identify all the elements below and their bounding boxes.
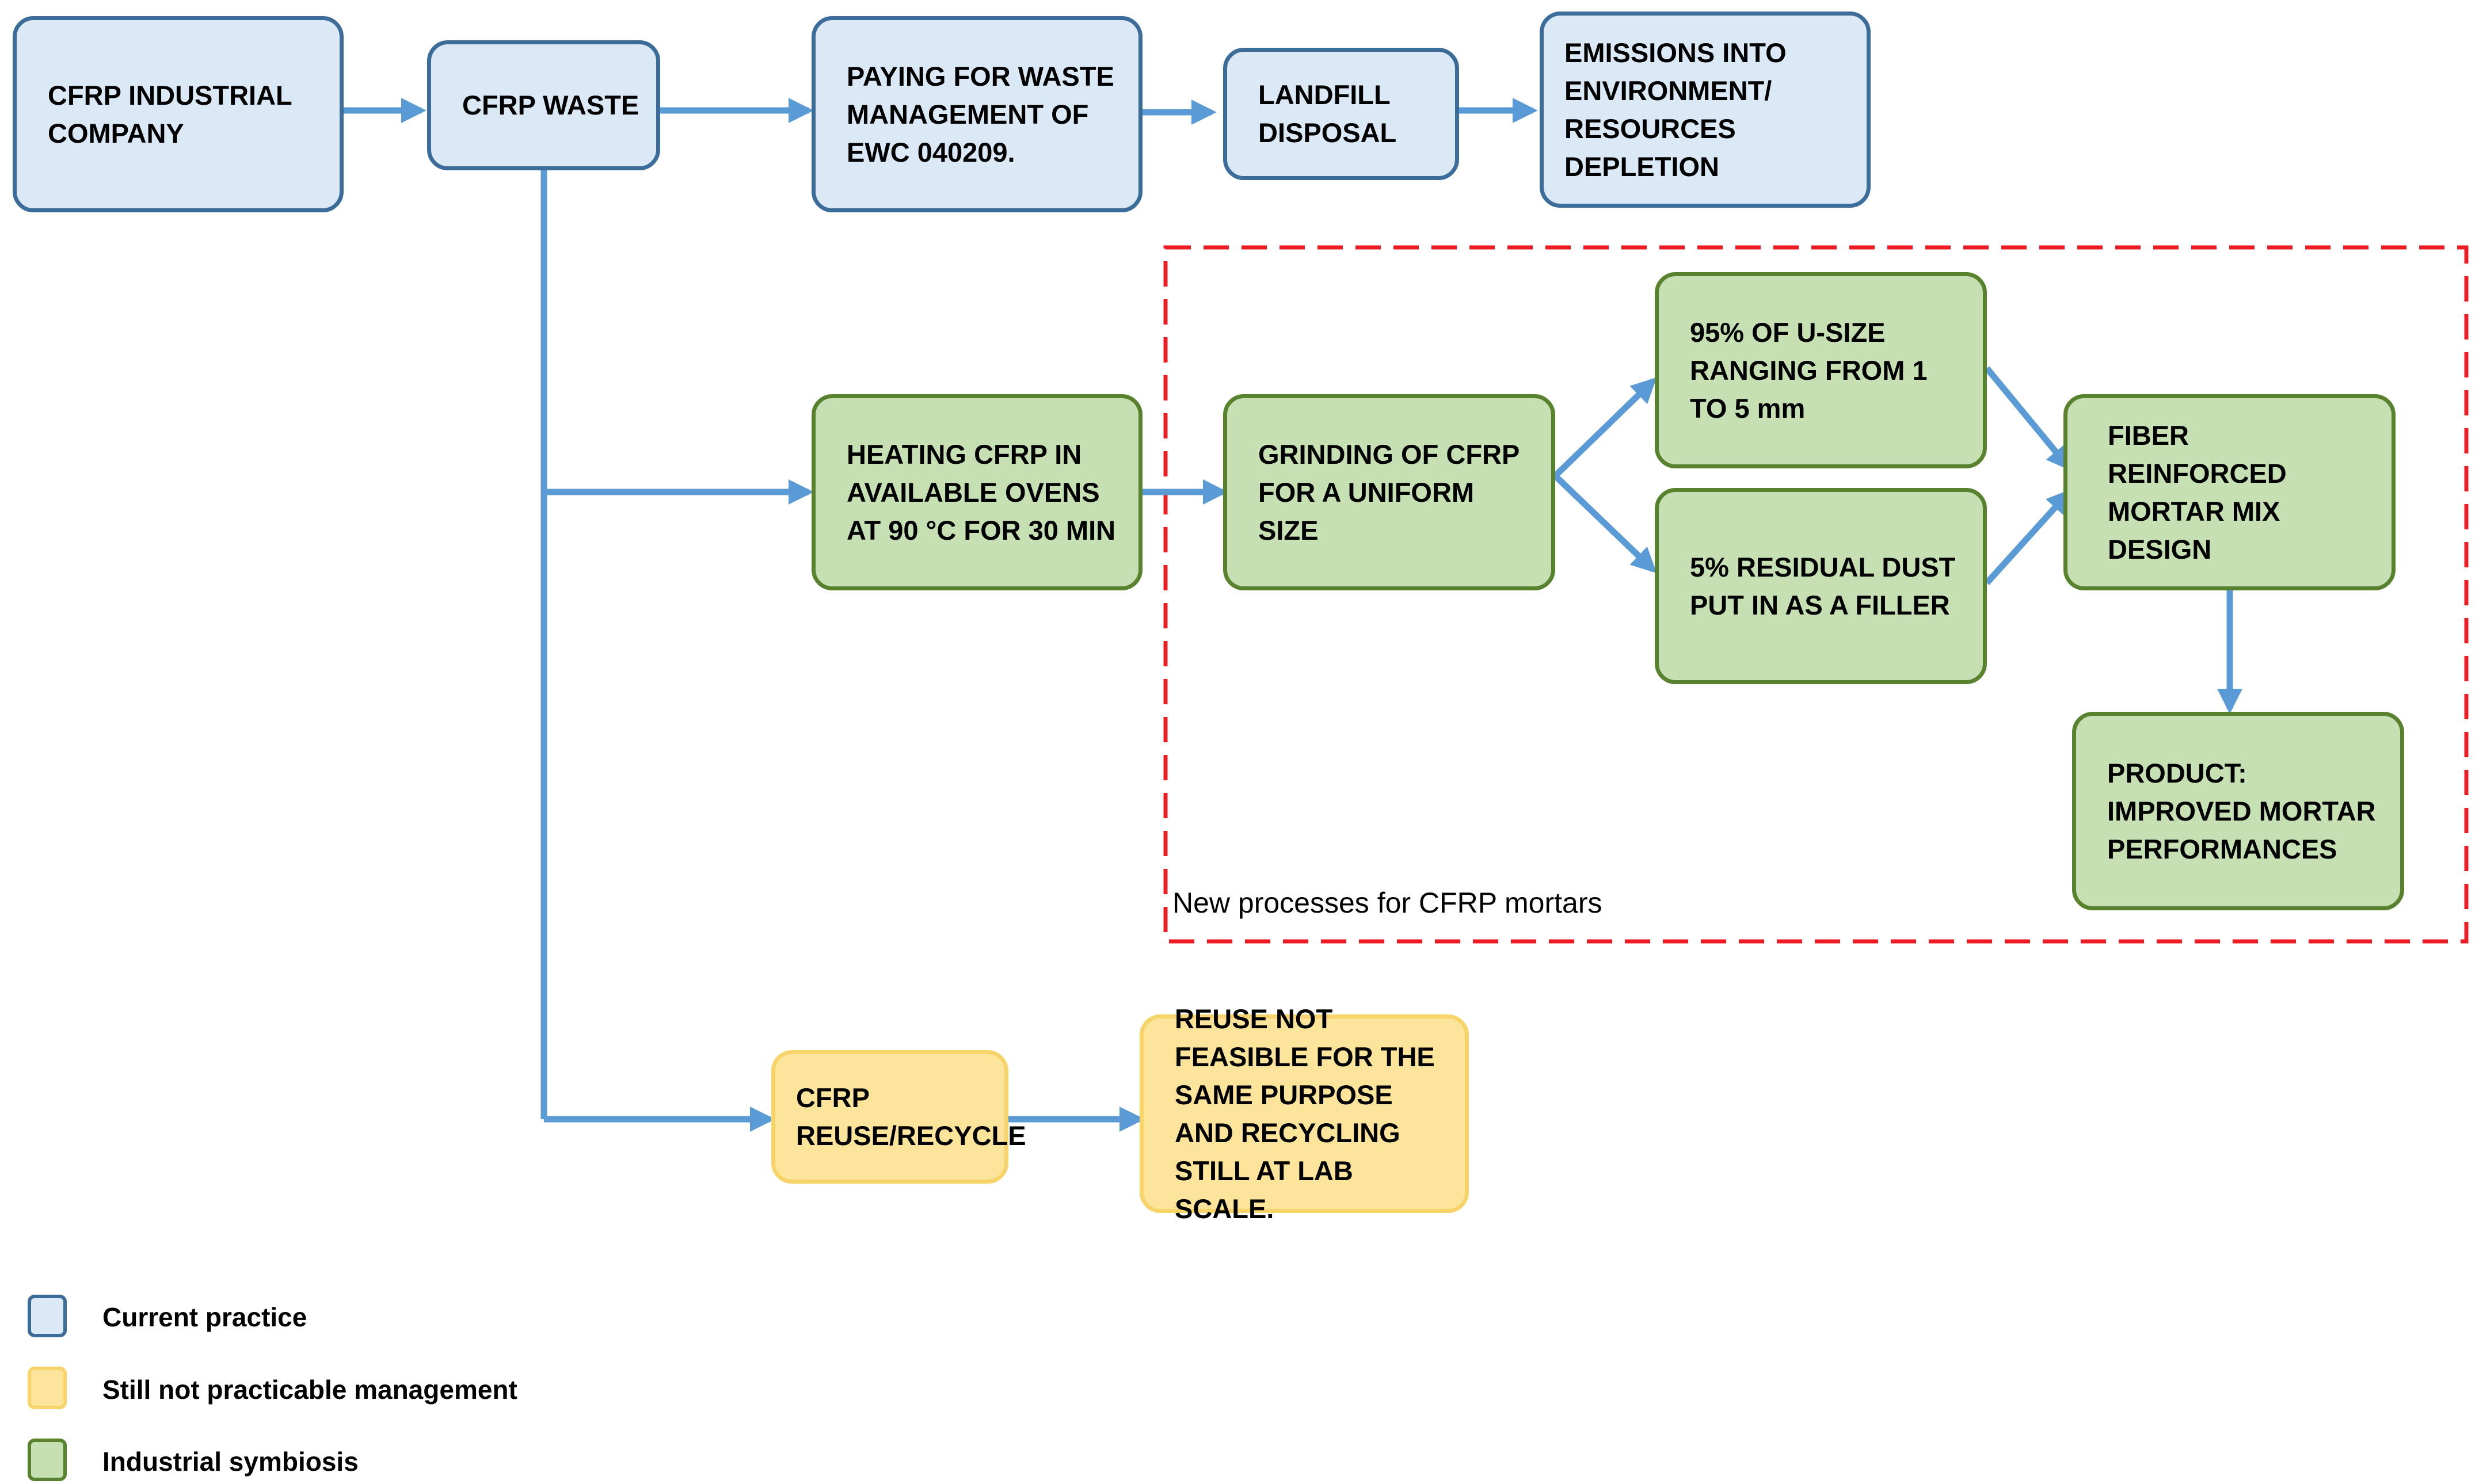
- new-processes-region: [1163, 245, 2469, 944]
- arrow-dust-to-fiber: [1984, 489, 2072, 585]
- node-u-size-fraction: 95% OF U-SIZE RANGING FROM 1 TO 5 mm: [1655, 272, 1987, 468]
- legend-swatch-industrial-symbiosis: [28, 1439, 67, 1481]
- node-cfrp-reuse-recycle-label: CFRP REUSE/RECYCLE: [796, 1082, 1026, 1151]
- node-cfrp-industrial-company: CFRP INDUSTRIAL COMPANY: [13, 16, 344, 212]
- node-fiber-reinforced-mortar-label: FIBER REINFORCED MORTAR MIX DESIGN: [2108, 419, 2287, 564]
- legend-swatch-current-practice: [28, 1295, 67, 1337]
- arrow-grinding-to-usize: [1553, 377, 1657, 478]
- arrow-usize-to-fiber: [1984, 366, 2072, 471]
- node-paying-waste-management: PAYING FOR WASTE MANAGEMENT OF EWC 04020…: [812, 16, 1143, 212]
- node-residual-dust: 5% RESIDUAL DUST PUT IN AS A FILLER: [1655, 488, 1987, 684]
- node-u-size-fraction-label: 95% OF U-SIZE RANGING FROM 1 TO 5 mm: [1690, 316, 1928, 424]
- node-emissions-label: EMISSIONS INTO ENVIRONMENT/ RESOURCES DE…: [1564, 37, 1787, 182]
- node-cfrp-reuse-recycle: CFRP REUSE/RECYCLE: [771, 1050, 1026, 1184]
- node-grinding-cfrp-label: GRINDING OF CFRP FOR A UNIFORM SIZE: [1258, 438, 1520, 545]
- node-heating-cfrp: HEATING CFRP IN AVAILABLE OVENS AT 90 °C…: [812, 394, 1143, 590]
- node-cfrp-waste-label: CFRP WASTE: [462, 90, 639, 120]
- node-landfill-disposal-label: LANDFILL DISPOSAL: [1258, 79, 1397, 148]
- node-product-improved-mortar-label: PRODUCT: IMPROVED MORTAR PERFORMANCES: [2107, 757, 2376, 864]
- node-reuse-not-feasible-label: REUSE NOT FEASIBLE FOR THE SAME PURPOSE …: [1175, 1003, 1435, 1224]
- legend-label-not-practicable: Still not practicable management: [102, 1375, 517, 1405]
- legend-label-industrial-symbiosis: Industrial symbiosis: [102, 1447, 359, 1477]
- node-cfrp-industrial-company-label: CFRP INDUSTRIAL COMPANY: [48, 79, 292, 148]
- node-product-improved-mortar: PRODUCT: IMPROVED MORTAR PERFORMANCES: [2072, 712, 2404, 910]
- legend-label-current-practice: Current practice: [102, 1302, 307, 1332]
- node-emissions: EMISSIONS INTO ENVIRONMENT/ RESOURCES DE…: [1540, 12, 1871, 208]
- node-landfill-disposal: LANDFILL DISPOSAL: [1223, 48, 1459, 180]
- new-processes-region-label: New processes for CFRP mortars: [1172, 887, 1602, 919]
- node-heating-cfrp-label: HEATING CFRP IN AVAILABLE OVENS AT 90 °C…: [847, 438, 1116, 545]
- node-fiber-reinforced-mortar: FIBER REINFORCED MORTAR MIX DESIGN: [2063, 394, 2396, 590]
- node-grinding-cfrp: GRINDING OF CFRP FOR A UNIFORM SIZE: [1223, 394, 1555, 590]
- node-residual-dust-label: 5% RESIDUAL DUST PUT IN AS A FILLER: [1690, 551, 1956, 620]
- node-paying-waste-management-label: PAYING FOR WASTE MANAGEMENT OF EWC 04020…: [847, 60, 1114, 167]
- node-cfrp-waste: CFRP WASTE: [427, 40, 660, 170]
- arrow-grinding-to-dust: [1553, 474, 1657, 574]
- node-reuse-not-feasible: REUSE NOT FEASIBLE FOR THE SAME PURPOSE …: [1140, 1004, 1469, 1224]
- legend-swatch-not-practicable: [28, 1367, 67, 1409]
